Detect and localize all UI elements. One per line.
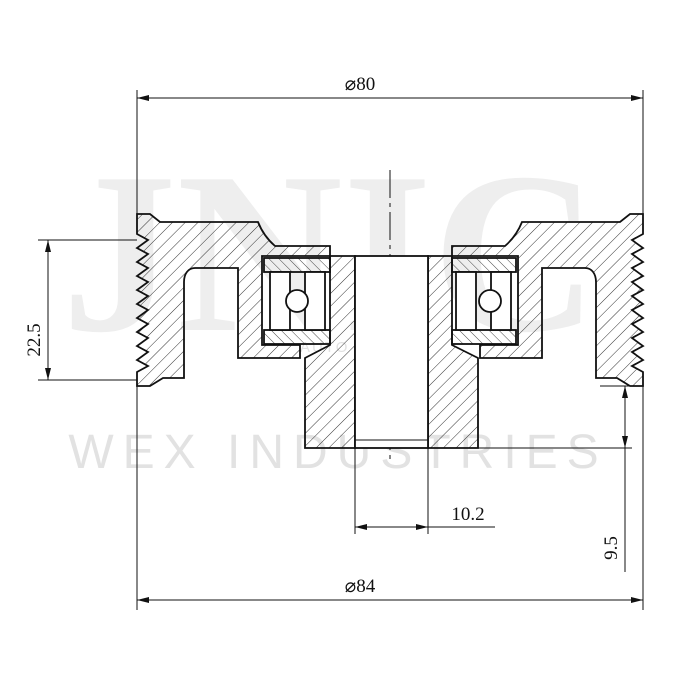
dimension-label-80: ⌀80: [345, 74, 375, 95]
dimension-height-22-5: 22.5: [24, 239, 137, 381]
dimension-diameter-84: ⌀84: [136, 386, 644, 610]
right-bearing-ball: [478, 289, 502, 313]
dimension-label-9-5: 9.5: [601, 536, 622, 560]
pulley-body-left: [135, 213, 331, 387]
left-bearing: [263, 257, 331, 345]
dimension-diameter-80: ⌀80: [136, 74, 644, 214]
left-bearing-ball: [285, 289, 309, 313]
bore: [354, 255, 429, 449]
dimension-bore-10-2: 10.2: [354, 448, 495, 534]
pulley-body-right: [451, 213, 645, 387]
dimension-label-84: ⌀84: [345, 576, 376, 597]
dimension-offset-9-5: 9.5: [478, 385, 632, 572]
dimension-label-10-2: 10.2: [451, 504, 484, 525]
right-bearing: [451, 257, 517, 345]
dimension-label-22-5: 22.5: [24, 323, 45, 356]
